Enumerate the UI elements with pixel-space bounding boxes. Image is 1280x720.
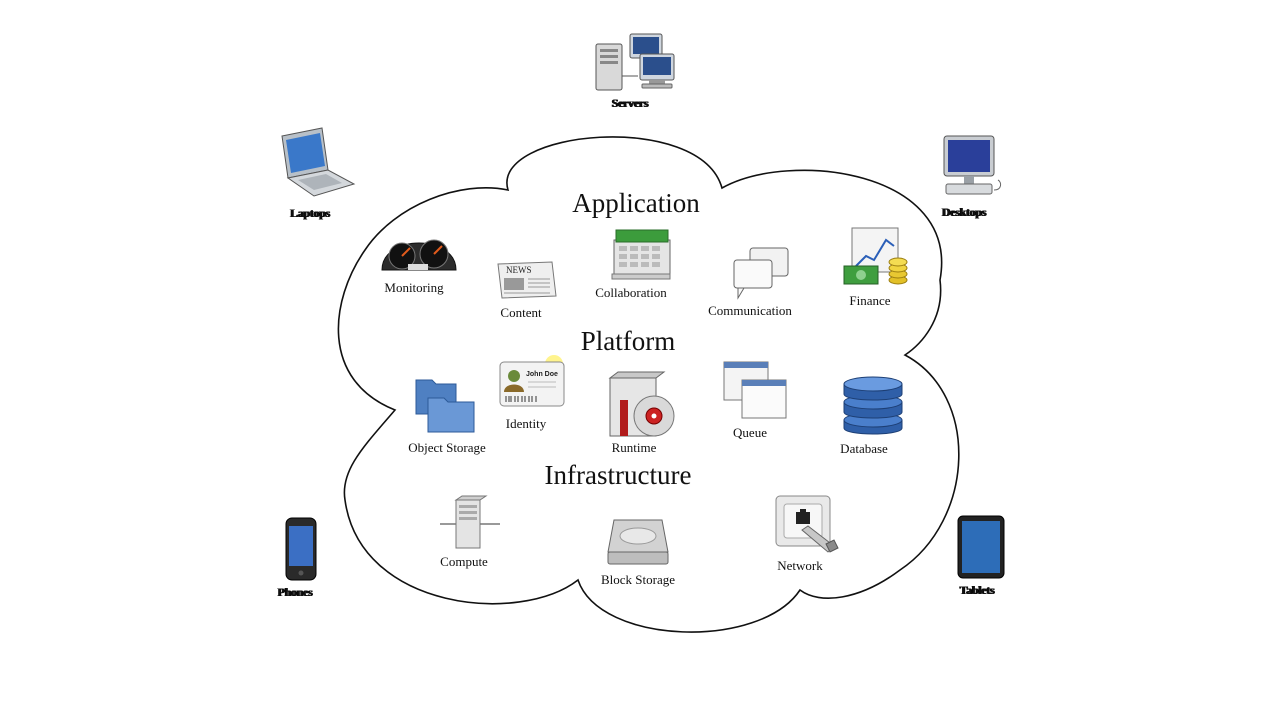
device-label-tablets: Tablets	[959, 583, 995, 597]
service-label-compute: Compute	[440, 554, 488, 569]
laptop-icon	[281, 127, 356, 197]
device-label-desktops: Desktops	[941, 205, 987, 219]
database-icon	[843, 376, 903, 435]
server-tower-icon	[440, 495, 500, 549]
newspaper-icon: NEWS	[497, 261, 557, 299]
service-label-object-storage: Object Storage	[408, 440, 486, 455]
service-label-monitoring: Monitoring	[384, 280, 444, 295]
layer-title-infrastructure: Infrastructure	[544, 460, 692, 490]
id-card-icon: John Doe	[499, 355, 565, 407]
service-label-content: Content	[500, 305, 542, 320]
chat-bubbles-icon	[733, 247, 789, 300]
calendar-icon	[611, 229, 671, 280]
finance-chart-icon	[843, 227, 908, 285]
network-jack-icon	[775, 495, 839, 553]
service-label-identity: Identity	[505, 416, 547, 431]
device-label-phones: Phones	[277, 585, 313, 599]
folders-icon	[415, 379, 475, 433]
device-label-laptops: Laptops	[290, 206, 330, 220]
id-card-name: John Doe	[526, 371, 558, 378]
service-label-database: Database	[840, 441, 888, 456]
windows-queue-icon	[723, 361, 787, 419]
servers-icon	[595, 33, 675, 91]
desktop-icon	[943, 135, 1002, 195]
service-label-runtime: Runtime	[611, 440, 657, 455]
gauge-icon	[381, 239, 457, 271]
service-label-network: Network	[777, 558, 823, 573]
layer-title-application: Application	[572, 188, 700, 218]
service-label-queue: Queue	[733, 425, 767, 440]
newspaper-title: NEWS	[506, 265, 532, 275]
software-box-icon	[608, 371, 675, 437]
service-label-collaboration: Collaboration	[595, 285, 667, 300]
hard-drive-icon	[607, 519, 669, 565]
service-label-block-storage: Block Storage	[600, 572, 676, 587]
tablet-icon	[957, 515, 1005, 579]
phone-icon	[285, 517, 317, 581]
service-label-finance: Finance	[849, 293, 891, 308]
service-label-communication: Communication	[708, 303, 792, 318]
device-label-servers: Servers	[611, 96, 649, 110]
layer-title-platform: Platform	[580, 326, 676, 356]
